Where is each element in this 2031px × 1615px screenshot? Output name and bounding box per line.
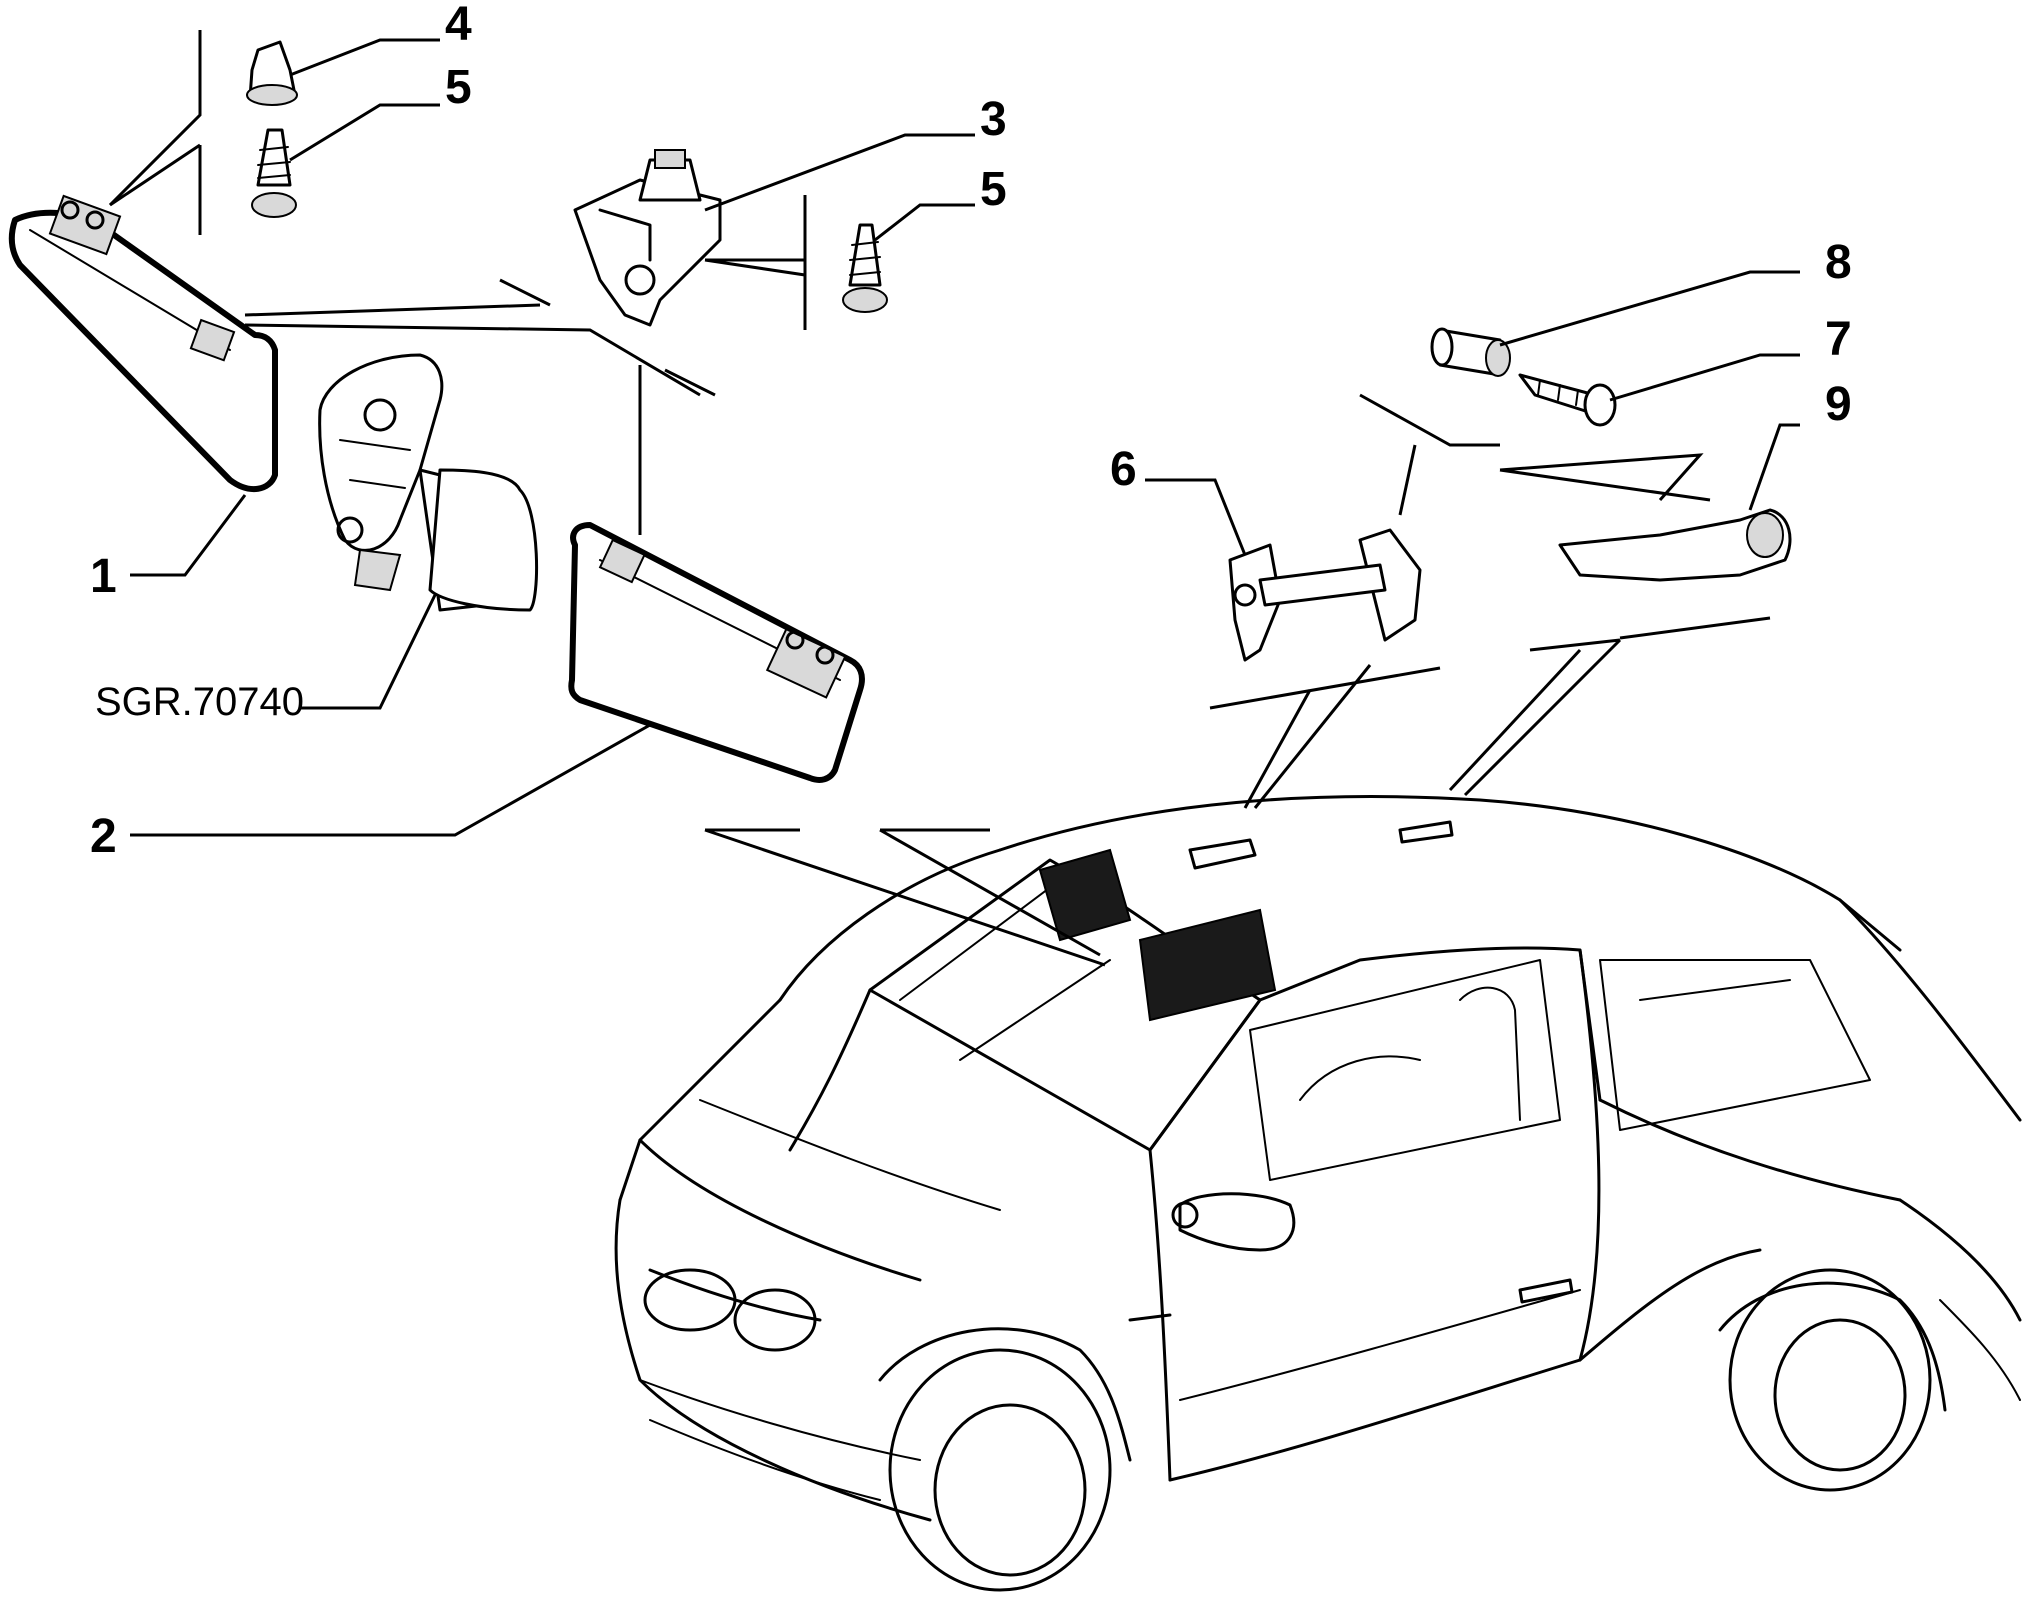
callout-9: 9 bbox=[1825, 378, 1852, 431]
left-visor-mark bbox=[1038, 848, 1132, 942]
visor-bracket-part bbox=[573, 149, 722, 327]
rear-view-mirror-part bbox=[318, 353, 539, 612]
callout-labels: 1 2 3 4 5 5 6 7 8 9 SGR.70740 bbox=[90, 0, 1852, 863]
sun-visor-right-part bbox=[568, 522, 865, 783]
callout-3: 3 bbox=[980, 93, 1007, 146]
reference-code-label: SGR.70740 bbox=[95, 680, 304, 724]
hook-part-9 bbox=[1558, 508, 1792, 582]
callout-7: 7 bbox=[1825, 313, 1852, 366]
plug-part-8 bbox=[1430, 327, 1511, 377]
screw-part-7 bbox=[1518, 373, 1617, 427]
screw-part-5a bbox=[251, 128, 297, 218]
callout-5-upper: 5 bbox=[445, 61, 472, 114]
car-illustration bbox=[614, 795, 2022, 1592]
screw-part-5b bbox=[842, 223, 888, 313]
callout-2: 2 bbox=[90, 810, 117, 863]
callout-4: 4 bbox=[445, 0, 472, 51]
callout-5-lower: 5 bbox=[980, 163, 1007, 216]
clip-part-4 bbox=[246, 40, 298, 106]
callout-1: 1 bbox=[90, 550, 117, 603]
callout-6: 6 bbox=[1110, 443, 1137, 496]
sun-visor-left-part bbox=[8, 194, 278, 492]
leader-lines bbox=[108, 30, 1800, 967]
callout-8: 8 bbox=[1825, 236, 1852, 289]
grab-handle-part bbox=[1228, 528, 1422, 662]
right-visor-mark bbox=[1138, 908, 1277, 1022]
